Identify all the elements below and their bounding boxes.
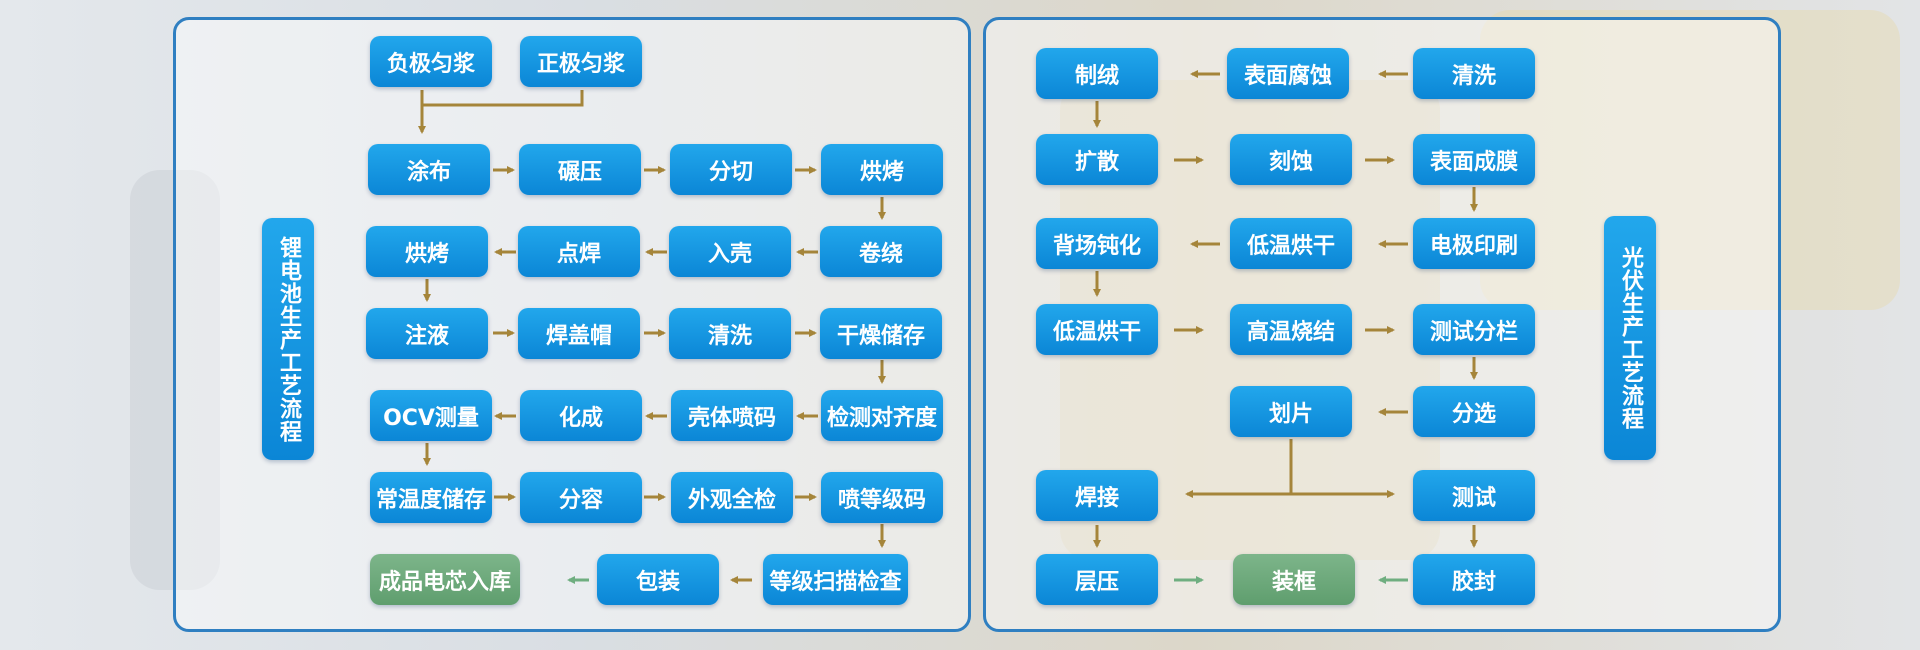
node-alignment-check: 检测对齐度 <box>821 390 943 441</box>
node-cleaning: 清洗 <box>669 308 791 359</box>
node-sealing: 胶封 <box>1413 554 1535 605</box>
node-ambient-storage: 常温度储存 <box>370 472 492 523</box>
node-pv-cleaning: 清洗 <box>1413 48 1535 99</box>
background-shape <box>1480 10 1900 310</box>
node-low-temp-dry-2: 低温烘干 <box>1036 304 1158 355</box>
node-grade-code: 喷等级码 <box>821 472 943 523</box>
node-casing: 入壳 <box>669 226 791 277</box>
node-finished-warehouse: 成品电芯入库 <box>370 554 520 605</box>
node-etching: 刻蚀 <box>1230 134 1352 185</box>
node-electrode-print: 电极印刷 <box>1413 218 1535 269</box>
node-rolling: 碾压 <box>519 144 641 195</box>
node-framing: 装框 <box>1233 554 1355 605</box>
node-baking-1: 烘烤 <box>821 144 943 195</box>
node-baking-2: 烘烤 <box>366 226 488 277</box>
node-ocv-measure: OCV测量 <box>370 390 492 441</box>
node-scribing: 划片 <box>1230 386 1352 437</box>
node-passivation: 背场钝化 <box>1036 218 1158 269</box>
node-injection: 注液 <box>366 308 488 359</box>
node-cathode-slurry: 正极匀浆 <box>520 36 642 87</box>
pv-process-title: 光伏生产工艺流程 <box>1604 216 1656 460</box>
node-test-sort: 测试分栏 <box>1413 304 1535 355</box>
node-winding: 卷绕 <box>820 226 942 277</box>
node-diffusion: 扩散 <box>1036 134 1158 185</box>
node-low-temp-dry-1: 低温烘干 <box>1230 218 1352 269</box>
node-lamination: 层压 <box>1036 554 1158 605</box>
node-grading: 分容 <box>520 472 642 523</box>
node-high-temp-sinter: 高温烧结 <box>1230 304 1352 355</box>
node-welding: 焊接 <box>1036 470 1158 521</box>
node-formation: 化成 <box>520 390 642 441</box>
node-packaging: 包装 <box>597 554 719 605</box>
node-cap-weld: 焊盖帽 <box>518 308 640 359</box>
node-grade-scan: 等级扫描检查 <box>763 554 908 605</box>
node-testing: 测试 <box>1413 470 1535 521</box>
lithium-process-title: 锂电池生产工艺流程 <box>262 218 314 460</box>
node-surface-film: 表面成膜 <box>1413 134 1535 185</box>
node-coating: 涂布 <box>368 144 490 195</box>
node-spot-weld: 点焊 <box>518 226 640 277</box>
node-visual-check: 外观全检 <box>671 472 793 523</box>
node-slitting: 分切 <box>670 144 792 195</box>
node-sorting: 分选 <box>1413 386 1535 437</box>
node-surface-etch: 表面腐蚀 <box>1227 48 1349 99</box>
node-texturing: 制绒 <box>1036 48 1158 99</box>
node-anode-slurry: 负极匀浆 <box>370 36 492 87</box>
node-shell-code: 壳体喷码 <box>671 390 793 441</box>
node-dry-storage: 干燥储存 <box>820 308 942 359</box>
